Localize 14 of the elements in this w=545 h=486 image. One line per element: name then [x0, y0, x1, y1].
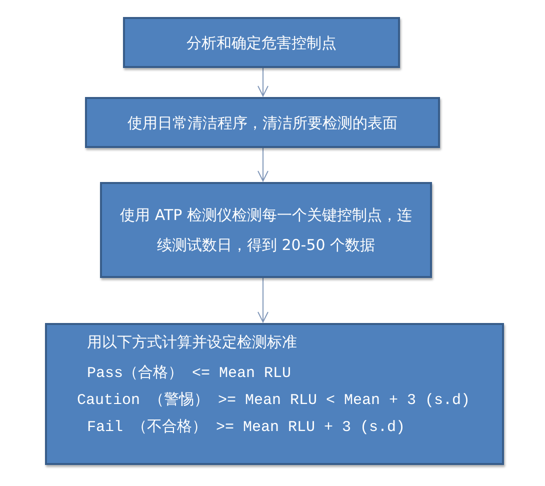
- process-box: [100, 182, 432, 278]
- criterion-text: Fail （不合格） >= Mean RLU + 3 (s.d): [87, 418, 406, 436]
- criterion-text: Caution （警惕） >= Mean RLU < Mean + 3 (s.d): [77, 390, 470, 409]
- step-text: 使用日常清洁程序，清洁所要检测的表面: [128, 112, 398, 134]
- arrow: [258, 148, 268, 182]
- arrow: [258, 68, 268, 96]
- step-text: 分析和确定危害控制点: [186, 32, 336, 54]
- process-box: [85, 97, 440, 148]
- process-box: [45, 323, 504, 465]
- arrow: [258, 278, 268, 322]
- box-heading: 用以下方式计算并设定检测标准: [87, 333, 297, 352]
- step-text: 使用 ATP 检测仪检测每一个关键控制点，连续测试数日，得到 20-50 个数据: [119, 205, 413, 256]
- criterion-text: Pass（合格） <= Mean RLU: [87, 364, 292, 382]
- process-box: [123, 17, 400, 68]
